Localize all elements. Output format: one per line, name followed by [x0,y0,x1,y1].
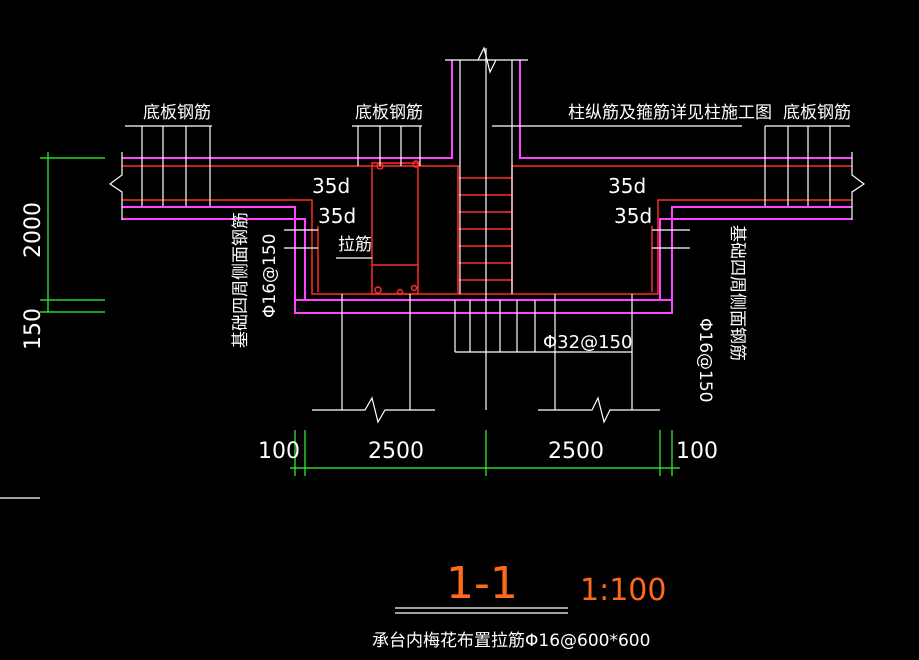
side-rebar-label-left: 基础四周侧面钢筋 [231,212,251,348]
slab-outline [122,60,852,314]
dimension-height-main: 2000 [21,202,46,258]
dimension-height-cover: 150 [21,308,46,350]
section-title: 1-1 [446,558,518,609]
section-scale: 1:100 [580,573,666,608]
section-note: 承台内梅花布置拉筋Φ16@600*600 [372,631,650,651]
column-note-label: 柱纵筋及箍筋详见柱施工图 [568,103,772,123]
pile-rebar-label: Φ32@150 [543,332,632,353]
dimension-edge-left: 100 [258,439,300,464]
dimension-span-left: 2500 [368,439,424,464]
anchor-length-top-right: 35d [608,174,646,198]
structure-lines [0,46,866,614]
anchor-length-top-left: 35d [312,174,350,198]
side-rebar-label-right: 基础四周侧面钢筋 [727,225,747,361]
anchor-length-bottom-right: 35d [614,204,652,228]
slab-rebar-label-left: 底板钢筋 [143,103,211,123]
dimension-lines [40,152,680,476]
slab-rebar-label-right: 底板钢筋 [783,103,851,123]
side-rebar-spec-right: Φ16@150 [695,318,715,402]
rebar-lines [122,160,852,296]
dimension-span-right: 2500 [548,439,604,464]
tie-bar-label: 拉筋 [338,235,372,255]
slab-rebar-label-middle: 底板钢筋 [355,103,423,123]
dimension-edge-right: 100 [676,439,718,464]
anchor-length-bottom-left: 35d [318,204,356,228]
side-rebar-spec-left: Φ16@150 [260,234,280,318]
